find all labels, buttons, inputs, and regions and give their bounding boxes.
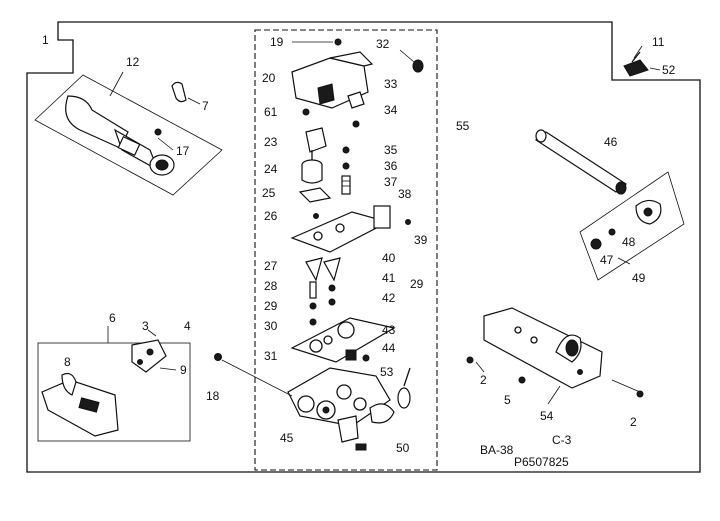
outer-boundary <box>26 21 701 473</box>
pipe-assembly <box>534 129 685 281</box>
part-label-9: 9 <box>180 363 187 377</box>
part-label-52: 52 <box>662 63 676 77</box>
part-label-36: 36 <box>384 159 398 173</box>
part-label-43: 43 <box>382 323 396 337</box>
part-label-12: 12 <box>126 55 140 69</box>
drawing-codes: BA-38 C-3 P6507825 <box>480 433 572 469</box>
drawing-number: P6507825 <box>514 455 569 469</box>
bracket-assembly <box>37 326 191 442</box>
part-label-35: 35 <box>384 143 398 157</box>
part-label-39: 39 <box>414 233 428 247</box>
part-label-29a: 29 <box>264 299 278 313</box>
part-label-4: 4 <box>184 319 191 333</box>
part-label-6: 6 <box>109 311 116 325</box>
part-label-37: 37 <box>384 175 398 189</box>
part-label-48: 48 <box>622 235 636 249</box>
part-label-28: 28 <box>264 279 278 293</box>
part-label-32: 32 <box>376 37 390 51</box>
part-label-24: 24 <box>264 162 278 176</box>
part-label-5: 5 <box>504 393 511 407</box>
part-label-53: 53 <box>380 365 394 379</box>
part-label-3: 3 <box>142 319 149 333</box>
part-label-29b: 29 <box>410 277 424 291</box>
part-label-20: 20 <box>262 71 276 85</box>
part-label-47: 47 <box>600 253 614 267</box>
part-label-30: 30 <box>264 319 278 333</box>
part-label-41: 41 <box>382 271 396 285</box>
part-labels: 1 12 7 17 6 3 4 8 9 18 19 20 61 23 24 25… <box>42 33 676 455</box>
mounting-plate <box>466 307 644 405</box>
part-label-61: 61 <box>264 105 278 119</box>
part-label-8: 8 <box>64 355 71 369</box>
part-label-23: 23 <box>264 135 278 149</box>
clip-part-11-52 <box>623 45 661 77</box>
part-label-42: 42 <box>382 291 396 305</box>
section-code: BA-38 <box>480 443 514 457</box>
part-label-11: 11 <box>652 35 665 49</box>
sheet-code: C-3 <box>552 433 572 447</box>
part-label-1: 1 <box>42 33 49 47</box>
part-label-2b: 2 <box>630 415 637 429</box>
clip-part-7 <box>171 81 201 105</box>
part-label-49: 49 <box>632 271 646 285</box>
part-label-34: 34 <box>384 103 398 117</box>
part-label-45: 45 <box>280 431 294 445</box>
part-label-50: 50 <box>396 441 410 455</box>
part-label-44: 44 <box>382 341 396 355</box>
part-label-27: 27 <box>264 259 278 273</box>
valve-group-box <box>254 29 438 471</box>
part-label-19: 19 <box>270 35 284 49</box>
part-label-26: 26 <box>264 209 278 223</box>
part-label-25: 25 <box>262 186 276 200</box>
part-label-2a: 2 <box>480 373 487 387</box>
part-label-40: 40 <box>382 251 396 265</box>
part-label-31: 31 <box>264 349 278 363</box>
part-label-18: 18 <box>206 389 220 403</box>
part-label-7: 7 <box>202 99 209 113</box>
part-label-33: 33 <box>384 77 398 91</box>
part-label-46: 46 <box>604 135 618 149</box>
central-parts <box>214 38 424 451</box>
part-label-54: 54 <box>540 409 554 423</box>
handle-assembly <box>34 71 223 196</box>
part-label-55: 55 <box>456 119 470 133</box>
part-label-38: 38 <box>398 187 412 201</box>
part-label-17: 17 <box>176 144 190 158</box>
